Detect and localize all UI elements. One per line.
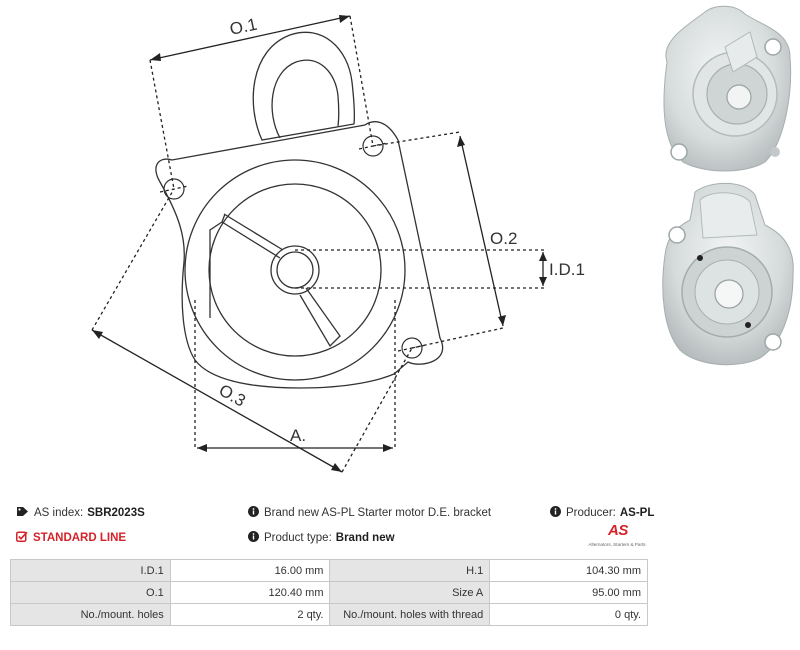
- product-photo-rear: [662, 182, 794, 366]
- mount-hole-bottom: [401, 337, 423, 359]
- product-type-value: Brand new: [335, 532, 395, 544]
- logo-tagline: Alternators, Starters & Parts: [588, 542, 646, 547]
- spec-value: 104.30 mm: [489, 559, 648, 582]
- bracket-outline: [155, 31, 444, 389]
- spec-value: 120.40 mm: [169, 581, 331, 604]
- product-photo-front: [663, 5, 792, 172]
- spec-label: No./mount. holes with thread: [329, 603, 491, 626]
- as-index-value: SBR2023S: [87, 507, 145, 519]
- mount-hole-left: [163, 178, 185, 200]
- info-icon: [550, 506, 561, 520]
- spec-value: 95.00 mm: [489, 581, 648, 604]
- mount-hole-top: [362, 135, 384, 157]
- technical-drawing: O.1 O.2 I.D.1 O.3 A.: [91, 15, 585, 473]
- line-row: STANDARD LINE: [16, 531, 126, 545]
- dim-label-o2: O.2: [490, 229, 517, 248]
- dimension-arrows: [91, 15, 544, 473]
- as-index-row: AS index: SBR2023S: [16, 506, 145, 520]
- logo-mark: AS: [608, 522, 628, 539]
- producer-value: AS-PL: [619, 507, 655, 519]
- product-description: Brand new AS-PL Starter motor D.E. brack…: [264, 507, 492, 519]
- dim-label-id1: I.D.1: [549, 260, 585, 279]
- producer-row: Producer: AS-PL: [550, 506, 654, 520]
- product-type-row: Product type: Brand new: [248, 531, 395, 545]
- tag-icon: [16, 506, 29, 520]
- info-icon: [248, 506, 259, 520]
- description-row: Brand new AS-PL Starter motor D.E. brack…: [248, 506, 491, 520]
- table-row: O.1 120.40 mm Size A 95.00 mm: [10, 581, 648, 604]
- table-row: I.D.1 16.00 mm H.1 104.30 mm: [10, 559, 648, 582]
- dimension-lines: [91, 15, 545, 473]
- product-type-label: Product type:: [264, 532, 332, 544]
- specs-table: I.D.1 16.00 mm H.1 104.30 mm O.1 120.40 …: [10, 559, 648, 626]
- spec-value: 0 qty.: [489, 603, 648, 626]
- spec-value: 2 qty.: [169, 603, 331, 626]
- arrow-heads: [92, 15, 547, 472]
- spec-label: Size A: [329, 581, 491, 604]
- table-row: No./mount. holes 2 qty. No./mount. holes…: [10, 603, 648, 626]
- dim-label-a: A.: [290, 426, 306, 445]
- product-line: STANDARD LINE: [33, 532, 127, 544]
- as-index-label: AS index:: [34, 507, 84, 519]
- spec-label: O.1: [10, 581, 171, 604]
- spec-label: H.1: [329, 559, 491, 582]
- spec-label: No./mount. holes: [10, 603, 171, 626]
- dim-label-o3: O.3: [216, 380, 249, 410]
- spec-label: I.D.1: [10, 559, 171, 582]
- info-icon: [248, 531, 259, 545]
- producer-label: Producer:: [566, 507, 616, 519]
- checkbox-checked-icon: [16, 531, 28, 545]
- spec-value: 16.00 mm: [169, 559, 331, 582]
- dim-label-o1: O.1: [228, 15, 259, 39]
- as-pl-logo: AS Alternators, Starters & Parts: [586, 522, 648, 552]
